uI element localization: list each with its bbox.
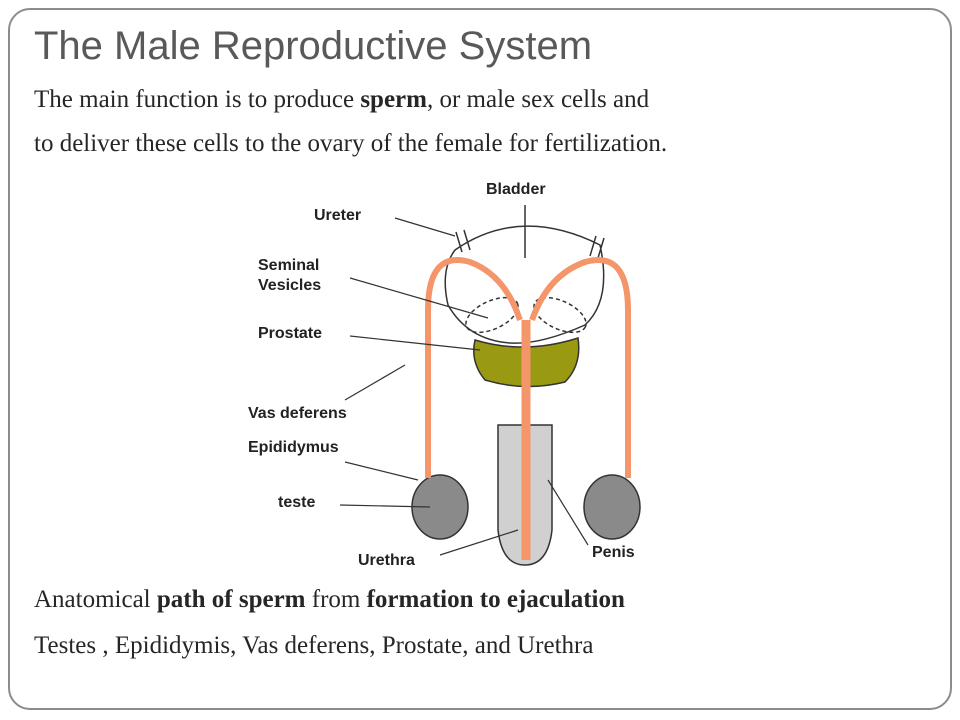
seminal-vesicle-right — [533, 296, 587, 334]
label-bladder: Bladder — [486, 181, 546, 198]
vas-deferens-left — [425, 257, 523, 478]
seminal-pointer — [349, 277, 489, 319]
label-prostate: Prostate — [258, 325, 322, 342]
intro-text: The main function is to produce — [34, 86, 361, 113]
seminal-vesicle-left — [465, 296, 519, 334]
slide-frame — [8, 8, 952, 710]
ureter-right — [589, 235, 605, 259]
intro-bold-sperm: sperm — [360, 86, 427, 113]
label-ureter: Ureter — [314, 207, 361, 224]
path-line-2: Testes , Epididymis, Vas deferens, Prost… — [34, 632, 594, 659]
intro-line-1: The main function is to produce sperm, o… — [34, 86, 649, 114]
intro-text-end: , or male sex cells and — [426, 86, 650, 113]
teste-pointer — [339, 504, 431, 508]
path-bold-b: path of sperm — [156, 586, 306, 613]
vas-pointer — [344, 364, 406, 401]
intro-line-2: to deliver these cells to the ovary of t… — [34, 130, 668, 157]
slide-title: The Male Reproductive System — [34, 24, 593, 68]
path-bold-d: formation to ejaculation — [366, 586, 625, 613]
ureter-pointer — [394, 217, 456, 237]
path-text-a: Anatomical — [34, 586, 157, 613]
ureter-left — [455, 229, 471, 253]
epididymus-pointer — [344, 461, 419, 481]
bladder-shape — [444, 225, 605, 344]
prostate-pointer — [349, 335, 481, 351]
label-teste: teste — [278, 494, 315, 511]
testis-right — [583, 474, 641, 540]
label-vas-deferens: Vas deferens — [248, 405, 347, 422]
label-epididymus: Epididymus — [248, 439, 339, 456]
path-line-1: Anatomical path of sperm from formation … — [34, 586, 625, 614]
vas-deferens-right — [529, 257, 631, 478]
urethra-pointer — [439, 529, 519, 556]
label-seminal: Seminal — [258, 257, 319, 274]
path-text-c: from — [305, 586, 367, 613]
label-vesicles: Vesicles — [258, 277, 321, 294]
label-penis: Penis — [592, 544, 635, 561]
label-urethra: Urethra — [358, 552, 415, 569]
penis-pointer — [547, 479, 589, 546]
